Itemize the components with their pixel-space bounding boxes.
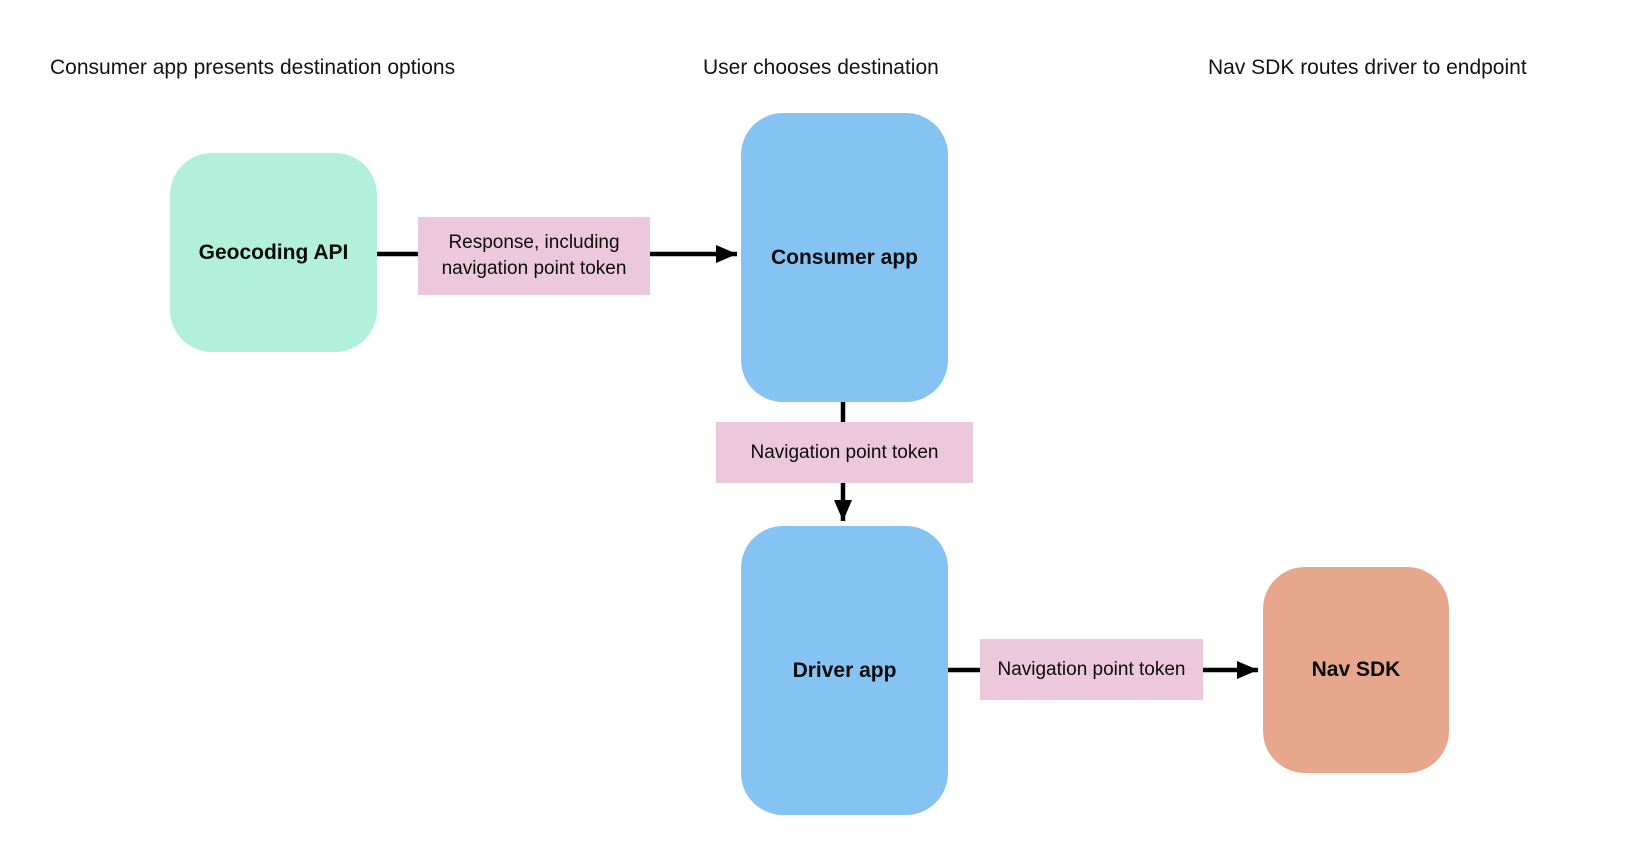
stage-heading-consumer-presents: Consumer app presents destination option… (50, 56, 456, 79)
stage-heading-user-chooses: User chooses destination (703, 56, 939, 79)
node-geocoding-api-label: Geocoding API (198, 240, 349, 264)
node-nav-sdk: Nav SDK (1263, 567, 1449, 773)
node-consumer-app: Consumer app (741, 113, 948, 402)
edge-label-response-including-token: Response, including navigation point tok… (418, 217, 650, 295)
edge-label-navigation-point-token-1: Navigation point token (716, 422, 973, 483)
stage-heading-nav-sdk-routes: Nav SDK routes driver to endpoint (1208, 56, 1527, 79)
node-nav-sdk-label: Nav SDK (1311, 658, 1401, 681)
node-driver-app-label: Driver app (792, 658, 897, 682)
edge-label-navigation-point-token-2: Navigation point token (980, 639, 1203, 700)
node-consumer-app-label: Consumer app (770, 245, 919, 269)
node-geocoding-api: Geocoding API (170, 153, 377, 352)
node-driver-app: Driver app (741, 526, 948, 815)
